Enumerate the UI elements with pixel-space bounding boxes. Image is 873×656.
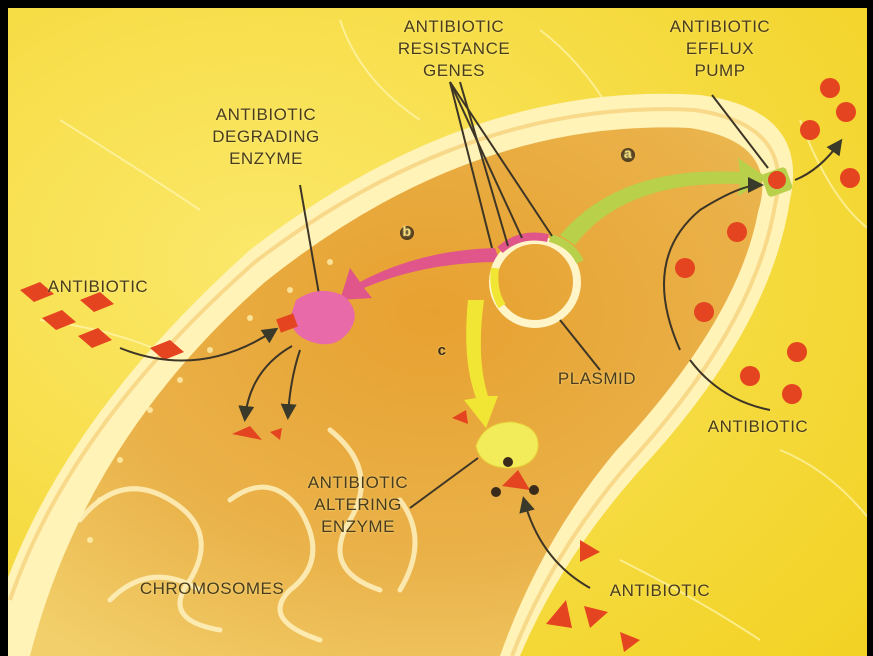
marker-c-label: c xyxy=(434,340,450,362)
efflux-pump-label: ANTIBIOTIC EFFLUX PUMP xyxy=(640,16,800,82)
frame-right-border xyxy=(867,0,873,656)
chromosomes-label: CHROMOSOMES xyxy=(112,578,312,600)
altering-enzyme-label: ANTIBIOTIC ALTERING ENZYME xyxy=(288,472,428,538)
antibiotic-bottom-label: ANTIBIOTIC xyxy=(590,580,730,602)
antibiotic-left-label: ANTIBIOTIC xyxy=(28,276,168,298)
marker-b-label: b xyxy=(399,220,415,242)
marker-a-label: a xyxy=(620,142,636,164)
resistance-genes-label: ANTIBIOTIC RESISTANCE GENES xyxy=(374,16,534,82)
antibiotic-right-label: ANTIBIOTIC xyxy=(688,416,828,438)
frame-left-border xyxy=(0,0,8,656)
antibiotic-in-pump xyxy=(768,171,786,189)
frame-top-border xyxy=(0,0,873,8)
plasmid-label: PLASMID xyxy=(532,368,662,390)
degrading-enzyme-label: ANTIBIOTIC DEGRADING ENZYME xyxy=(186,104,346,170)
